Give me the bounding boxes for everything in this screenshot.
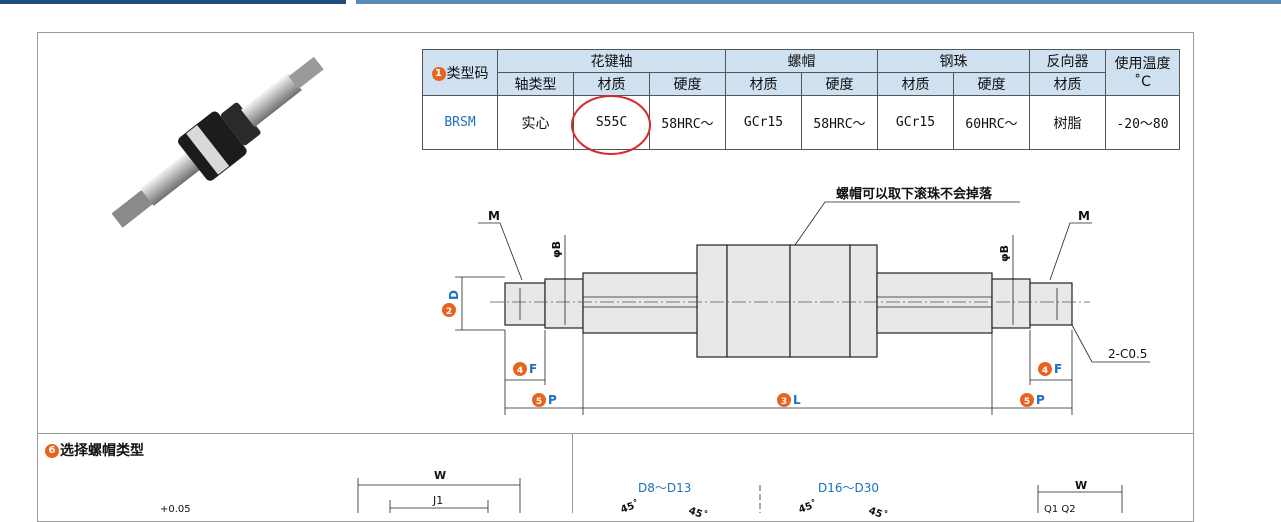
- bottom-column-divider: [572, 433, 573, 513]
- cell-ball-material: GCr15: [877, 95, 954, 150]
- shaft-left: [140, 151, 202, 206]
- section-divider: [37, 433, 1194, 434]
- q-labels: Q1 Q2: [1044, 504, 1076, 515]
- sub-header-hardness: 硬度: [649, 72, 726, 96]
- nut-left-cap: [696, 244, 728, 358]
- badge-nut-type: 6: [45, 444, 59, 458]
- banner-dark-segment: [0, 0, 352, 4]
- top-banner: [0, 0, 1281, 8]
- cell-reverser-material: 树脂: [1029, 95, 1106, 150]
- badge-type-code: 1: [431, 66, 446, 81]
- nut-left-body: [726, 244, 791, 358]
- p-label-left: P: [548, 393, 557, 407]
- sub-header-nut-hardness: 硬度: [801, 72, 878, 96]
- cell-shaft-hardness: 58HRC～: [649, 95, 726, 150]
- l-label: L: [793, 393, 801, 407]
- w-label-left: W: [434, 469, 446, 482]
- range-b-label: D16～D30: [818, 481, 879, 495]
- nut-right-body: [789, 244, 851, 358]
- svg-text:5: 5: [536, 397, 542, 407]
- right-thread: [1029, 282, 1073, 326]
- banner-light-segment: [352, 0, 1281, 4]
- phi-b-left: φB: [550, 241, 563, 258]
- cell-shaft-type: 实心: [497, 95, 574, 150]
- shaft-right: [241, 72, 302, 128]
- nut-flange: [186, 125, 230, 175]
- phi-b-right: φB: [998, 245, 1011, 262]
- sub-header-shaft-type: 轴类型: [497, 72, 574, 96]
- svg-text:4: 4: [517, 366, 523, 376]
- w-label-right: W: [1075, 479, 1087, 492]
- j1-label: J1: [432, 494, 443, 507]
- cell-ball-hardness: 60HRC～: [953, 95, 1030, 150]
- nut-note: 螺帽可以取下滚珠不会掉落: [836, 186, 993, 202]
- nut-header: 螺帽: [725, 49, 878, 73]
- cell-nut-material: GCr15: [725, 95, 802, 150]
- nut-end: [220, 102, 261, 146]
- steel-ball-header: 钢珠: [877, 49, 1030, 73]
- f-label-right: F: [1054, 362, 1062, 376]
- highlight-circle: [571, 95, 651, 155]
- right-step: [991, 278, 1031, 329]
- nut-right-cap: [849, 244, 878, 358]
- threaded-end: [111, 188, 155, 228]
- sub-header-nut-material: 材质: [725, 72, 802, 96]
- right-shaft: [876, 272, 993, 334]
- range-a-label: D8～D13: [638, 481, 691, 495]
- tolerance-label: +0.05: [160, 504, 191, 515]
- m-label-left: M: [488, 209, 500, 223]
- banner-notch: [346, 0, 356, 7]
- d-label: D: [447, 290, 461, 300]
- temperature-header: 使用温度˚C: [1105, 49, 1180, 96]
- shaft-tip: [288, 56, 324, 90]
- left-step: [544, 278, 584, 329]
- sub-header-ball-hardness: 硬度: [953, 72, 1030, 96]
- cell-temperature: -20～80: [1105, 95, 1180, 150]
- p-label-right: P: [1036, 393, 1045, 407]
- svg-text:5: 5: [1024, 397, 1030, 407]
- svg-text:3: 3: [781, 397, 787, 407]
- spline-shaft-header: 花键轴: [497, 49, 726, 73]
- svg-text:2: 2: [446, 307, 452, 317]
- left-shaft: [582, 272, 699, 334]
- m-label-right: M: [1078, 209, 1090, 223]
- chamfer-label: 2-C0.5: [1108, 347, 1147, 361]
- svg-text:4: 4: [1042, 366, 1048, 376]
- sub-header-material: 材质: [573, 72, 650, 96]
- cell-nut-hardness: 58HRC～: [801, 95, 878, 150]
- sub-header-ball-material: 材质: [877, 72, 954, 96]
- left-thread: [504, 282, 546, 326]
- cell-type-code: BRSM: [422, 95, 498, 150]
- f-label-left: F: [529, 362, 537, 376]
